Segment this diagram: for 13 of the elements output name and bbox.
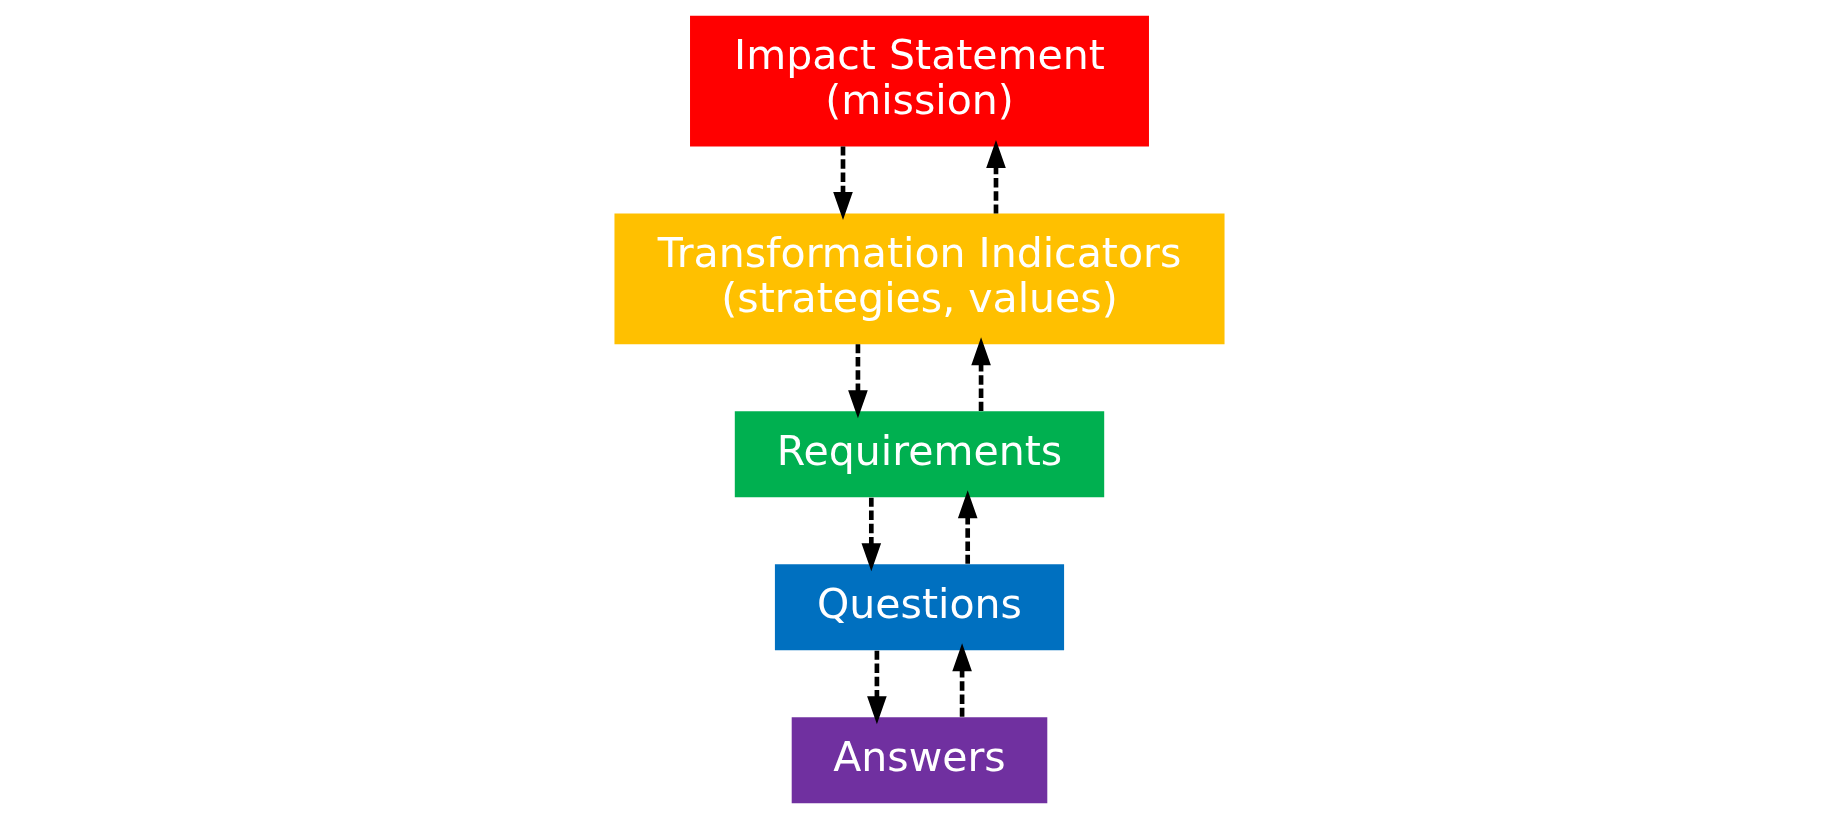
node-box: Answers — [791, 717, 1048, 804]
arrow — [867, 650, 887, 725]
node-box: Transformation Indicators (strategies, values) — [614, 213, 1225, 345]
arrow — [861, 497, 882, 572]
node-box: Impact Statement (mission) — [690, 15, 1149, 147]
node-box: Questions — [774, 564, 1065, 651]
node-box: Requirements — [734, 411, 1105, 498]
arrow — [848, 344, 868, 419]
arrow — [952, 643, 972, 717]
arrow — [833, 146, 853, 221]
arrow — [971, 337, 991, 411]
arrow — [957, 490, 978, 564]
arrow — [986, 140, 1006, 214]
